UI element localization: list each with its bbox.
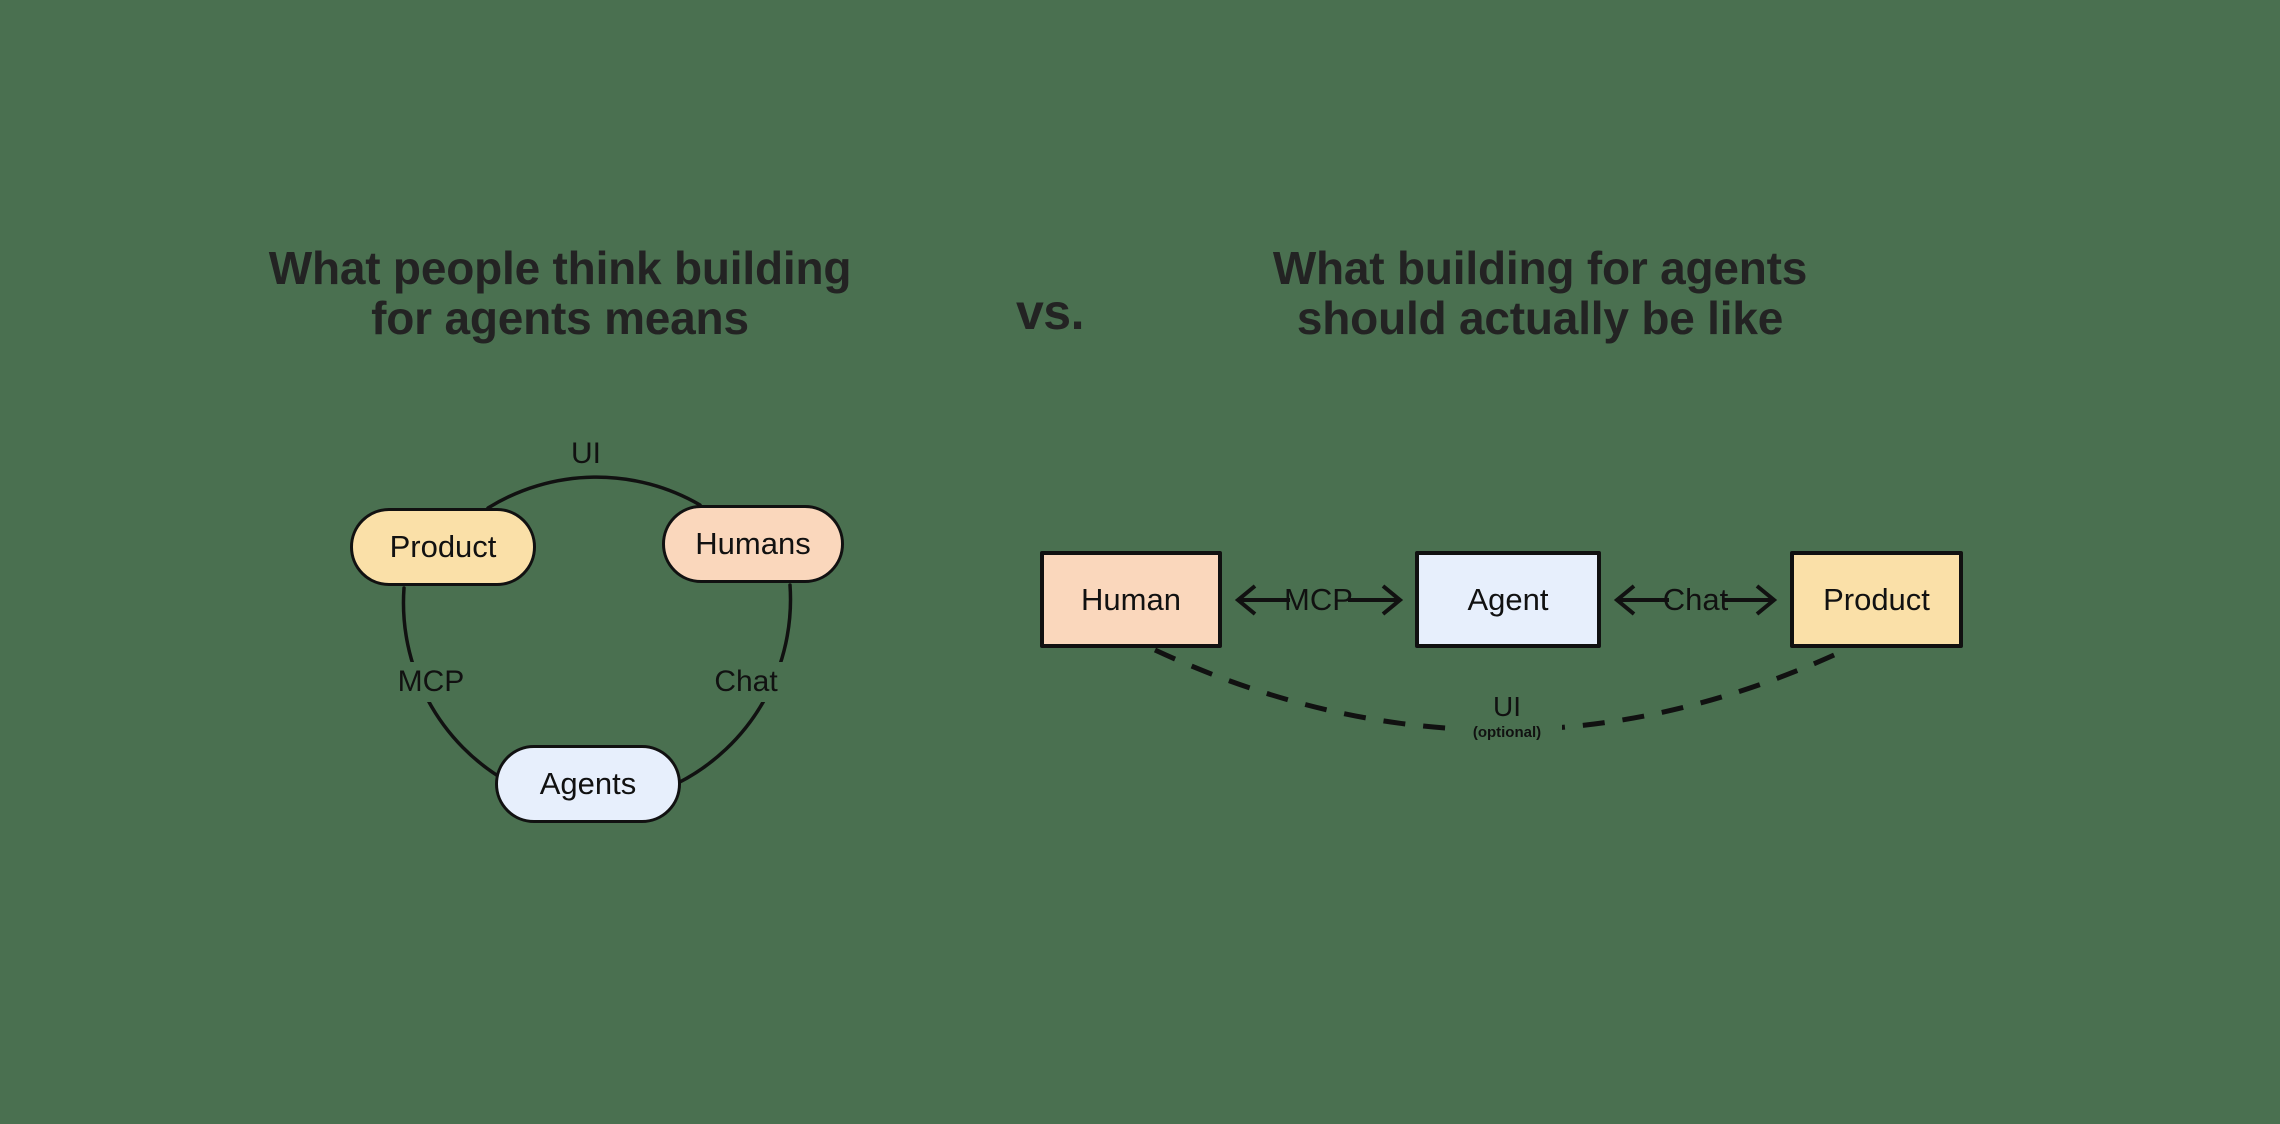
right-heading-line-1: What building for agents: [1272, 242, 1808, 294]
right-diagram-arrows: [1234, 584, 1778, 616]
connector-chat: Chat: [1601, 575, 1790, 625]
node-product-right[interactable]: Product: [1790, 551, 1963, 648]
left-panel-heading: What people think building for agents me…: [180, 243, 940, 343]
dashed-ui-curve: [1153, 647, 1847, 733]
arc-ui: [486, 475, 702, 510]
node-product-left[interactable]: Product: [350, 508, 536, 586]
node-agent-right[interactable]: Agent: [1415, 551, 1601, 648]
left-heading-line-1: What people think building: [268, 242, 852, 294]
mcp-left-arrow-head: [1234, 584, 1257, 616]
node-humans-left[interactable]: Humans: [662, 505, 844, 583]
edge-label-chat: Chat: [700, 662, 792, 702]
right-panel-heading: What building for agents should actually…: [1140, 243, 1940, 343]
left-heading-line-2: for agents means: [371, 292, 749, 345]
node-human-right[interactable]: Human: [1040, 551, 1222, 648]
connector-chat-label: Chat: [1662, 582, 1729, 617]
edge-label-mcp: MCP: [382, 662, 480, 702]
edge-label-ui: UI: [555, 435, 617, 473]
mcp-right-arrow-head: [1381, 584, 1404, 616]
chat-right-arrow-head: [1755, 584, 1778, 616]
vs-divider-label: vs.: [1015, 284, 1085, 340]
dashed-edge-label-main: UI: [1493, 691, 1521, 722]
dashed-edge-label-sub: (optional): [1472, 724, 1542, 741]
connector-mcp-label: MCP: [1284, 582, 1353, 617]
dashed-edge-label-ui-optional: UI (optional): [1452, 693, 1562, 740]
chat-left-arrow-head: [1613, 584, 1636, 616]
connector-mcp: MCP: [1222, 575, 1415, 625]
node-agents-left[interactable]: Agents: [495, 745, 681, 823]
right-heading-line-2: should actually be like: [1296, 292, 1784, 345]
